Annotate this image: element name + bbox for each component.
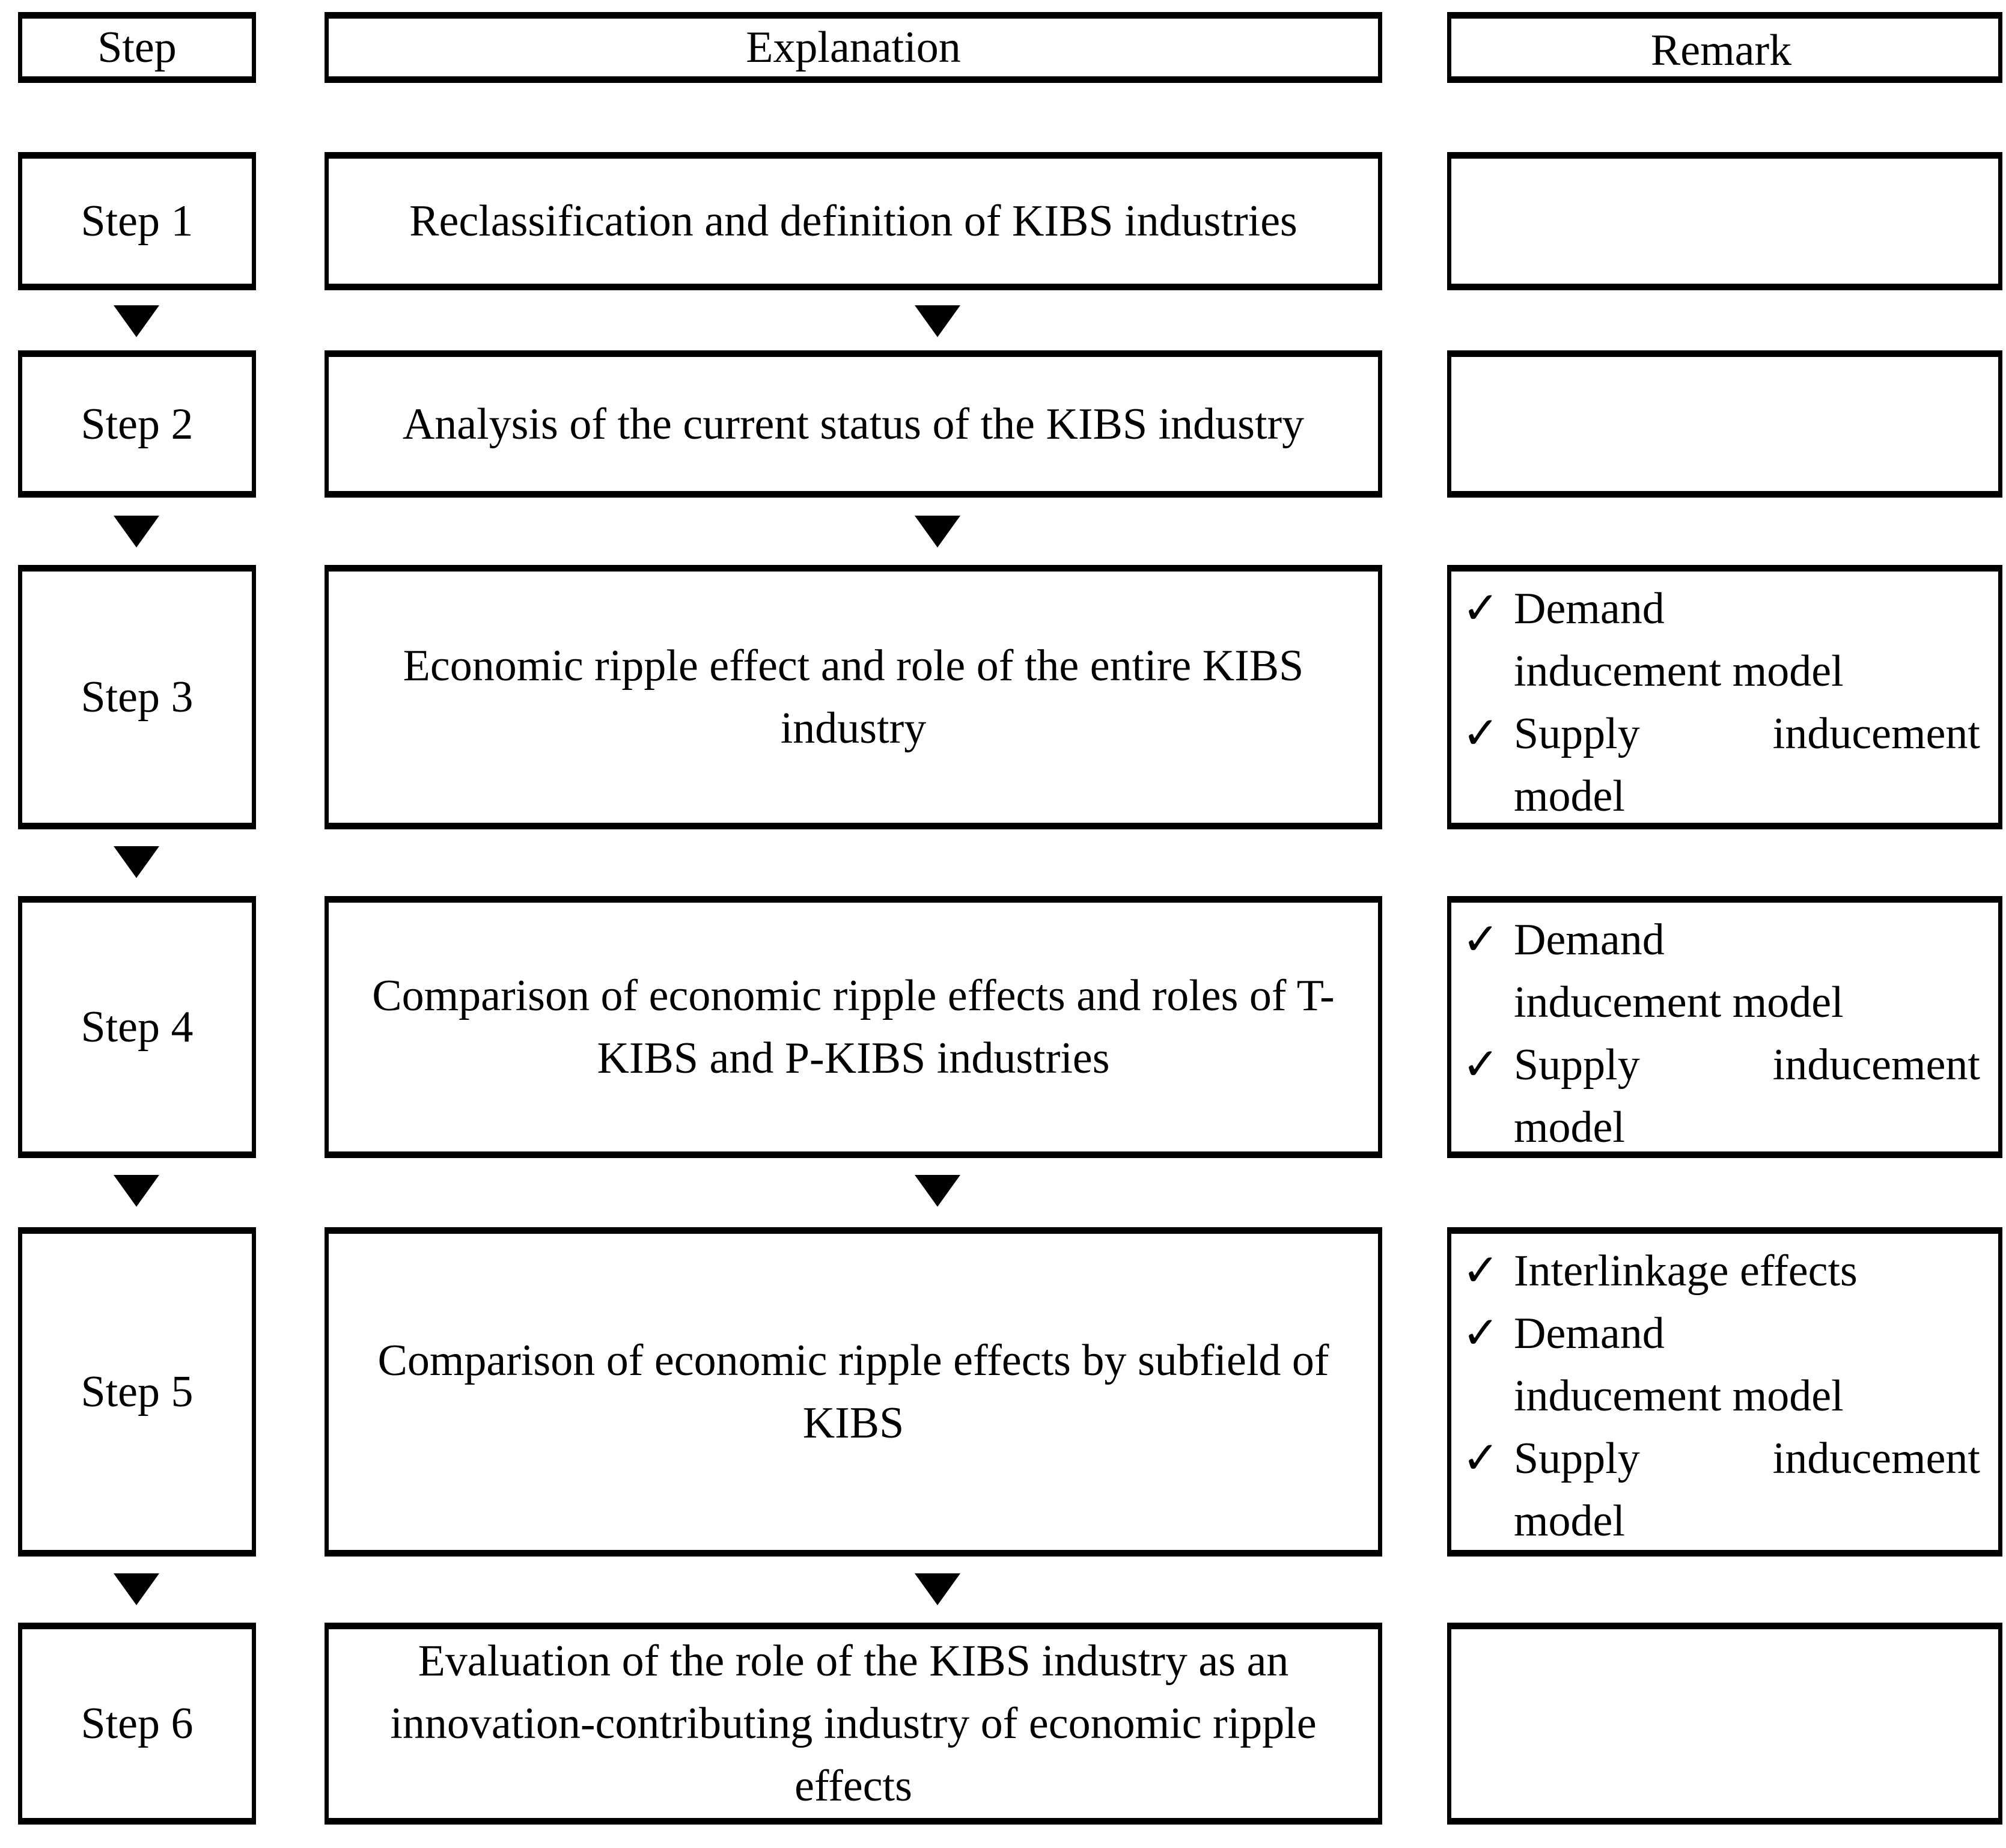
down-arrow-icon (915, 1175, 960, 1207)
remark-text: Supply inducement model (1514, 1434, 1980, 1546)
step3-label: Step 3 (81, 672, 194, 722)
header-explanation-box: Explanation (325, 12, 1382, 83)
step4-explanation-box: Comparison of economic ripple effects an… (325, 896, 1382, 1158)
step1-explanation-text: Reclassification and definition of KIBS … (409, 197, 1297, 246)
step3-box: Step 3 (18, 565, 256, 829)
remark-item: ✓ Demand inducement model (1462, 1302, 1980, 1427)
down-arrow-icon (915, 516, 960, 547)
step6-remark-box (1447, 1623, 2002, 1825)
step3-explanation-box: Economic ripple effect and role of the e… (325, 565, 1382, 829)
header-step-box: Step (18, 12, 256, 83)
step6-label: Step 6 (81, 1699, 194, 1748)
checkmark-icon: ✓ (1462, 1309, 1500, 1358)
remark-text: Demand inducement model (1514, 1309, 1844, 1421)
step2-explanation-text: Analysis of the current status of the KI… (402, 399, 1305, 449)
remark-item: ✓ Interlinkage effects (1462, 1240, 1980, 1302)
down-arrow-icon (114, 305, 159, 337)
down-arrow-icon (915, 305, 960, 337)
remark-item: ✓ Demand inducement model (1462, 578, 1980, 703)
remark-text: Supply inducement model (1514, 1040, 1980, 1152)
down-arrow-icon (114, 516, 159, 547)
step3-remark-box: ✓ Demand inducement model ✓ Supply induc… (1447, 565, 2002, 829)
down-arrow-icon (114, 846, 159, 878)
header-step-label: Step (97, 23, 177, 72)
down-arrow-icon (114, 1175, 159, 1207)
step2-remark-box (1447, 350, 2002, 498)
checkmark-icon: ✓ (1462, 1040, 1500, 1090)
step6-box: Step 6 (18, 1623, 256, 1825)
step4-box: Step 4 (18, 896, 256, 1158)
step4-label: Step 4 (81, 1002, 194, 1052)
remark-item: ✓ Supply inducement model (1462, 703, 1980, 828)
step2-label: Step 2 (81, 399, 194, 449)
header-remark-box: Remark (1447, 12, 2002, 83)
remark-item: ✓ Demand inducement model (1462, 909, 1980, 1034)
down-arrow-icon (915, 1573, 960, 1605)
step1-explanation-box: Reclassification and definition of KIBS … (325, 152, 1382, 290)
remark-item: ✓ Supply inducement model (1462, 1427, 1980, 1552)
step6-explanation-box: Evaluation of the role of the KIBS indus… (325, 1623, 1382, 1825)
step2-explanation-box: Analysis of the current status of the KI… (325, 350, 1382, 498)
step6-explanation-text: Evaluation of the role of the KIBS indus… (390, 1636, 1317, 1811)
header-remark-label: Remark (1650, 26, 1792, 75)
step1-label: Step 1 (81, 197, 194, 246)
step5-explanation-text: Comparison of economic ripple effects by… (377, 1336, 1329, 1448)
down-arrow-icon (114, 1573, 159, 1605)
step4-remark-box: ✓ Demand inducement model ✓ Supply induc… (1447, 896, 2002, 1158)
step5-box: Step 5 (18, 1227, 256, 1557)
checkmark-icon: ✓ (1462, 1434, 1500, 1483)
step4-explanation-text: Comparison of economic ripple effects an… (372, 971, 1335, 1083)
checkmark-icon: ✓ (1462, 1246, 1500, 1296)
checkmark-icon: ✓ (1462, 915, 1500, 965)
remark-item: ✓ Supply inducement model (1462, 1034, 1980, 1159)
step5-explanation-box: Comparison of economic ripple effects by… (325, 1227, 1382, 1557)
step2-box: Step 2 (18, 350, 256, 498)
checkmark-icon: ✓ (1462, 709, 1500, 758)
step3-explanation-text: Economic ripple effect and role of the e… (403, 641, 1304, 753)
step1-box: Step 1 (18, 152, 256, 290)
remark-text: Interlinkage effects (1514, 1246, 1858, 1296)
remark-text: Demand inducement model (1514, 915, 1844, 1027)
remark-text: Supply inducement model (1514, 709, 1980, 821)
header-explanation-label: Explanation (746, 23, 961, 72)
step5-remark-box: ✓ Interlinkage effects ✓ Demand induceme… (1447, 1227, 2002, 1557)
checkmark-icon: ✓ (1462, 584, 1500, 633)
step1-remark-box (1447, 152, 2002, 290)
remark-text: Demand inducement model (1514, 584, 1844, 696)
step5-label: Step 5 (81, 1367, 194, 1416)
